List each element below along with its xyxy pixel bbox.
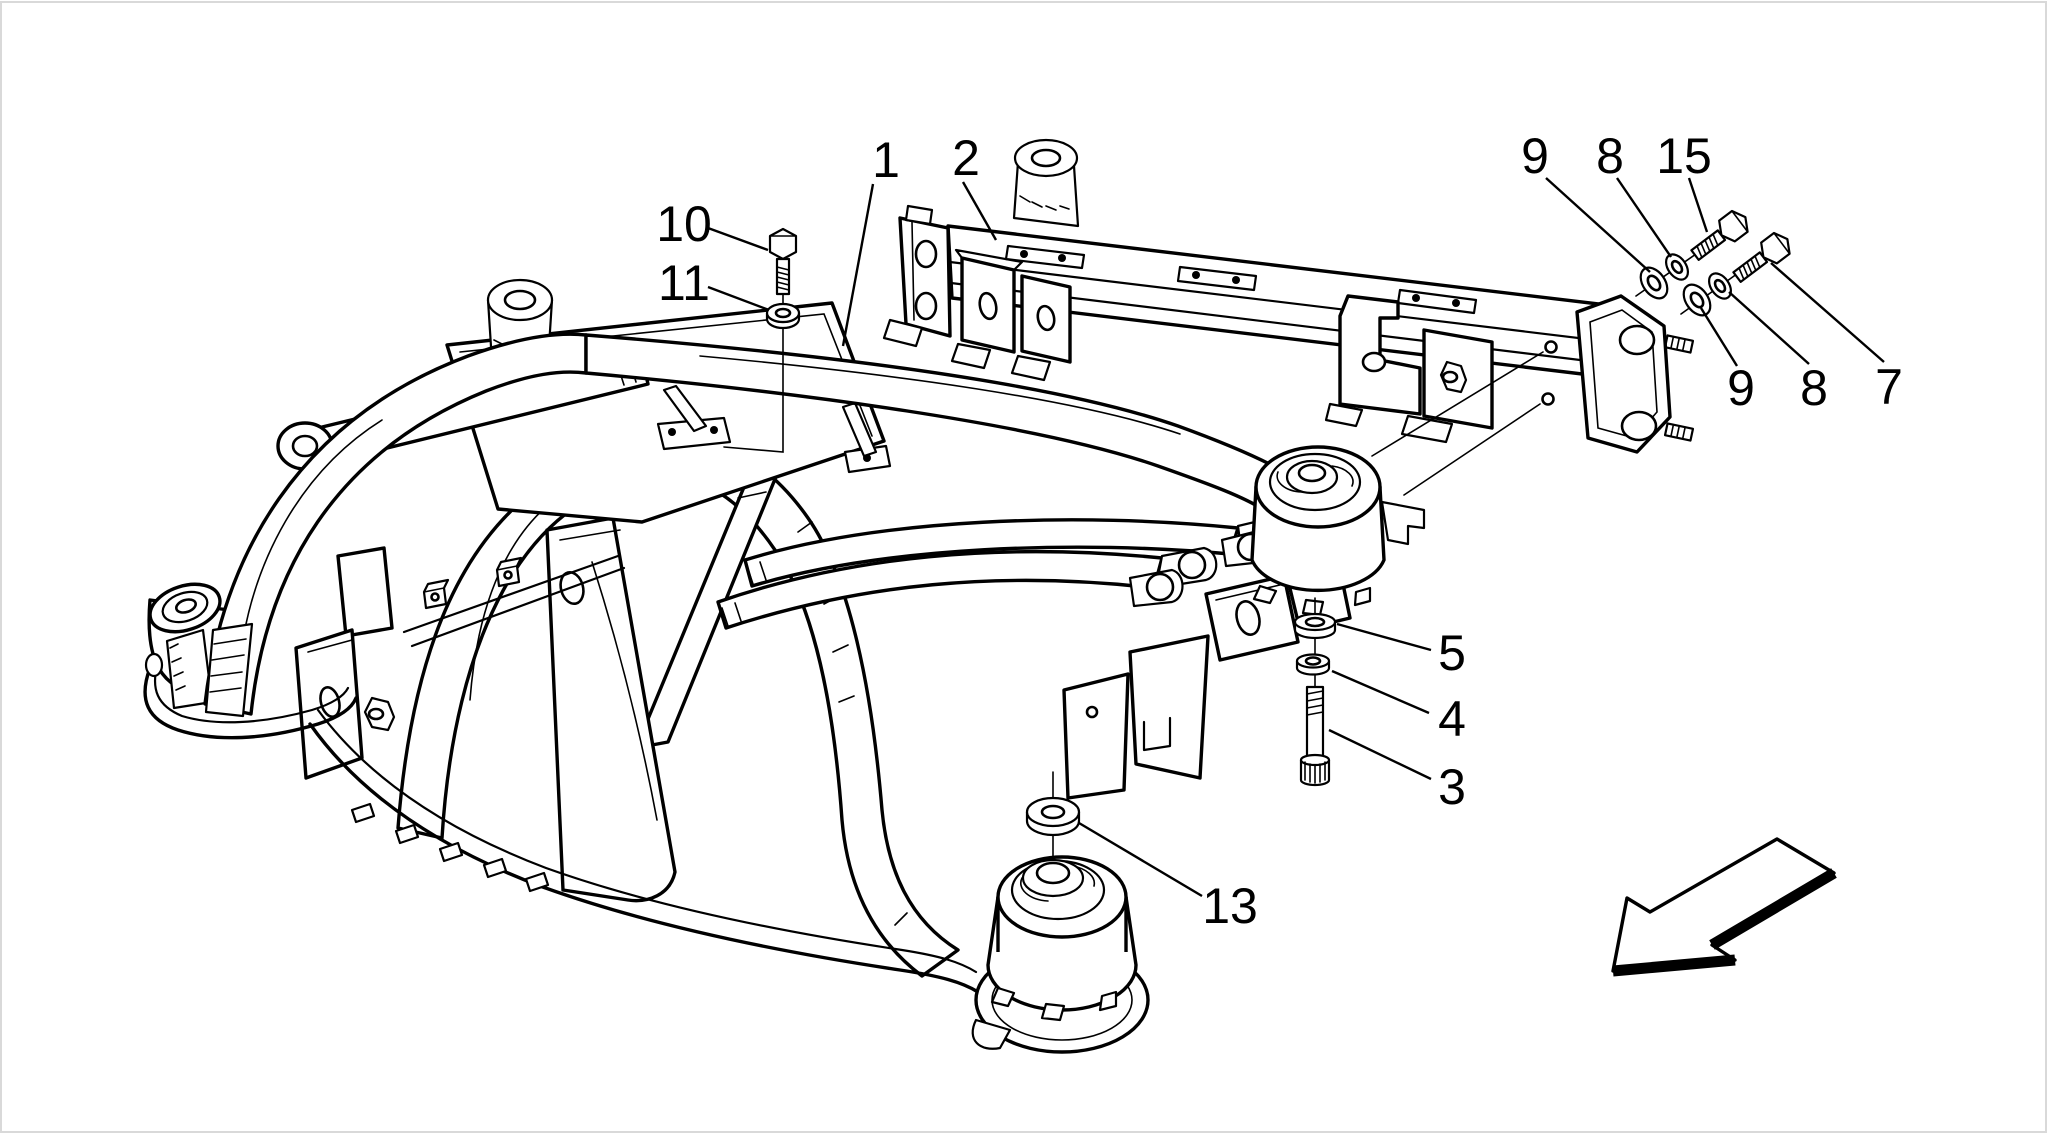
washer-13 — [1025, 796, 1081, 837]
callout-3-leader — [1328, 728, 1432, 781]
subframe-part-1 — [143, 278, 1426, 1054]
callout-1-label: 1 — [872, 132, 900, 188]
bolt-3 — [1299, 685, 1331, 787]
callout-13-label: 13 — [1202, 878, 1258, 934]
callout-2-leader — [961, 181, 998, 241]
bolt-10-washer-11 — [723, 227, 801, 453]
callout-9-label: 9 — [1727, 360, 1755, 416]
bolt-10 — [768, 227, 798, 296]
washer-9-upper — [1639, 266, 1669, 300]
callout-11-leader — [707, 285, 770, 312]
washer-8-lower — [1707, 272, 1733, 300]
left-bushing-mount — [147, 582, 247, 710]
j-hook-bracket — [143, 652, 358, 740]
callout-2-label: 2 — [952, 130, 980, 186]
callout-10-label: 10 — [656, 196, 712, 252]
clevis-tubes — [716, 512, 1301, 630]
center-bushing-mount — [971, 855, 1150, 1054]
callout-8-label: 8 — [1800, 360, 1828, 416]
direction-arrow-icon — [1611, 837, 1837, 977]
callout-15-leader — [1687, 177, 1709, 233]
fasteners-bushing — [1025, 597, 1337, 857]
bolt-7 — [1732, 231, 1791, 283]
bolt-15 — [1690, 209, 1749, 261]
callout-5-label: 5 — [1438, 625, 1466, 681]
callout-13-leader — [1078, 821, 1203, 898]
weld-strap — [204, 622, 254, 718]
fasteners-crossmember — [1635, 209, 1791, 317]
callout-7-label: 7 — [1875, 359, 1903, 415]
callout-10-leader — [707, 226, 769, 252]
callout-8-leader — [1616, 177, 1672, 258]
callout-9-label: 9 — [1521, 128, 1549, 184]
cable-clip — [495, 556, 523, 588]
callout-3-label: 3 — [1438, 759, 1466, 815]
center-post-plate — [545, 516, 677, 903]
callout-9-leader — [1545, 177, 1651, 273]
callout-4-label: 4 — [1438, 691, 1466, 747]
washer-8-upper — [1664, 253, 1690, 281]
callout-5-leader — [1336, 622, 1432, 652]
callout-8-leader — [1728, 291, 1810, 365]
bottom-rail — [308, 708, 980, 994]
callout-8-label: 8 — [1596, 128, 1624, 184]
washer-11 — [765, 302, 801, 330]
washer-4 — [1295, 653, 1331, 676]
washer-9-lower — [1682, 283, 1712, 317]
callout-4-leader — [1331, 669, 1430, 715]
washer-5 — [1293, 612, 1337, 640]
callout-7-leader — [1770, 262, 1885, 363]
crossmember-part-2 — [882, 204, 1695, 496]
callout-9-leader — [1699, 307, 1739, 367]
cable-clip — [422, 578, 450, 610]
callout-1-leader — [841, 183, 875, 347]
callout-11-label: 11 — [658, 255, 710, 311]
upper-bushing-eye — [1012, 138, 1080, 228]
right-bushing-mount — [1250, 445, 1426, 617]
callout-15-label: 15 — [1656, 128, 1712, 184]
